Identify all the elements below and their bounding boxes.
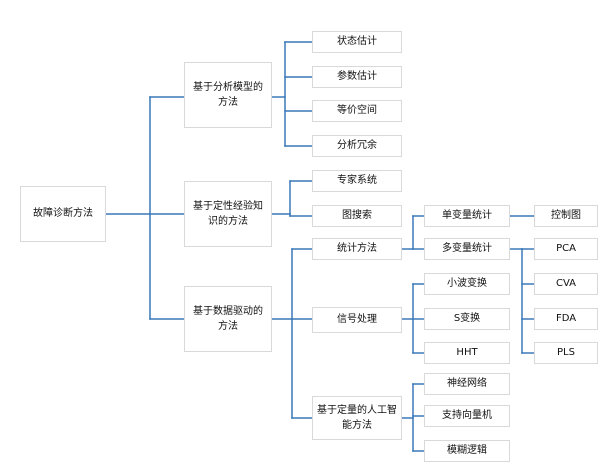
- s-transform-node: S变换: [424, 308, 510, 330]
- state-estimation-node: 状态估计: [312, 31, 402, 53]
- fda-node: FDA: [534, 308, 598, 330]
- neural-network-node: 神经网络: [424, 373, 510, 395]
- pca-node: PCA: [534, 238, 598, 260]
- support-vector-machine-node: 支持向量机: [424, 405, 510, 427]
- hht-node: HHT: [424, 342, 510, 364]
- quantitative-ai-node: 基于定量的人工智能方法: [312, 396, 402, 440]
- graph-search-node: 图搜索: [312, 205, 402, 227]
- pls-node: PLS: [534, 342, 598, 364]
- cva-node: CVA: [534, 273, 598, 295]
- branch-qualitative-knowledge: 基于定性经验知识的方法: [184, 181, 272, 247]
- branch-data-driven: 基于数据驱动的方法: [184, 286, 272, 352]
- analytical-redundancy-node: 分析冗余: [312, 135, 402, 157]
- branch-analysis-model: 基于分析模型的方法: [184, 62, 272, 128]
- expert-system-node: 专家系统: [312, 170, 402, 192]
- univariate-statistics-node: 单变量统计: [424, 205, 510, 227]
- signal-processing-node: 信号处理: [312, 307, 402, 333]
- statistical-method-node: 统计方法: [312, 238, 402, 260]
- control-chart-node: 控制图: [534, 205, 598, 227]
- multivariate-statistics-node: 多变量统计: [424, 238, 510, 260]
- wavelet-transform-node: 小波变换: [424, 273, 510, 295]
- equivalent-space-node: 等价空间: [312, 100, 402, 122]
- fuzzy-logic-node: 模糊逻辑: [424, 440, 510, 462]
- parameter-estimation-node: 参数估计: [312, 66, 402, 88]
- root-node: 故障诊断方法: [20, 186, 106, 242]
